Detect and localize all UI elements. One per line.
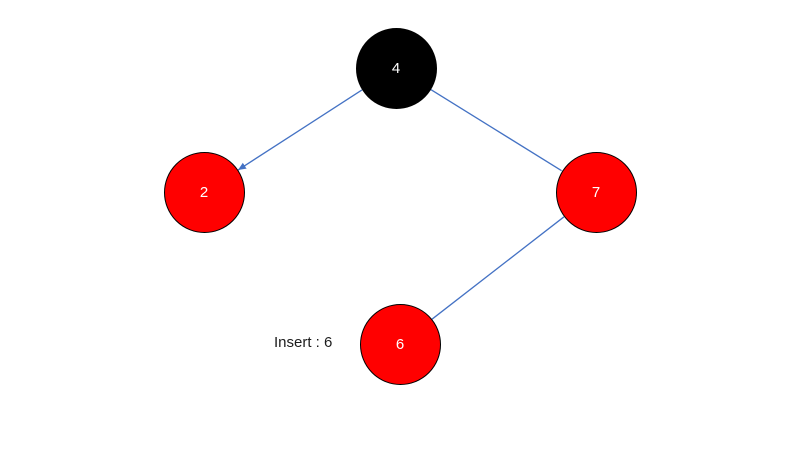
node-label: 6 bbox=[395, 335, 405, 353]
edge-root-right bbox=[430, 88, 562, 172]
tree-node-4: 4 bbox=[355, 27, 437, 109]
node-label: 2 bbox=[199, 183, 209, 201]
tree-node-6: 6 bbox=[359, 303, 441, 385]
node-label: 4 bbox=[391, 59, 401, 77]
tree-node-2: 2 bbox=[163, 151, 245, 233]
edge-root-left bbox=[237, 89, 363, 171]
tree-node-7: 7 bbox=[555, 151, 637, 233]
node-label: 7 bbox=[591, 183, 601, 201]
edge-right-inserted bbox=[431, 216, 565, 320]
insert-annotation: Insert : 6 bbox=[274, 334, 333, 351]
